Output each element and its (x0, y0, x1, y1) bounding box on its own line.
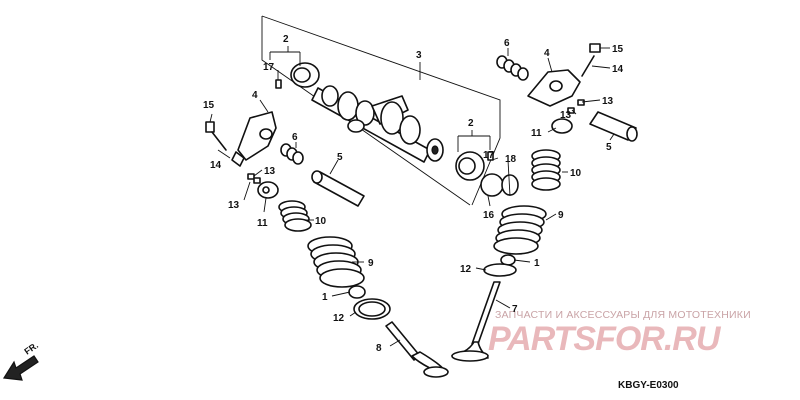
callout-16: 16 (483, 210, 495, 221)
callout-5-right: 5 (606, 142, 612, 153)
watermark-logo: PARTSFOR.RU (488, 320, 722, 358)
rocker-arm-right (527, 69, 581, 107)
camshaft-group-outline (261, 15, 501, 206)
cotter-right-a (577, 99, 585, 106)
spring-seat-right (551, 118, 573, 134)
callout-15-right: 15 (612, 44, 624, 55)
adjuster-nut-left (205, 121, 215, 133)
diagram-code: KBGY-E0300 (618, 380, 679, 391)
callout-8: 8 (376, 343, 382, 354)
callout-13-left-a: 13 (264, 166, 276, 177)
callout-14-right: 14 (612, 64, 624, 75)
valve-right (451, 281, 501, 362)
dowel-pin-right (487, 151, 494, 161)
valve-left (385, 321, 449, 378)
callout-15-left: 15 (203, 100, 215, 111)
callout-18: 18 (505, 154, 517, 165)
callout-6-right: 6 (504, 38, 510, 49)
rocker-arm-left (231, 111, 277, 167)
adjuster-screw-left (211, 131, 227, 151)
callout-17-top: 17 (263, 62, 275, 73)
callout-10-right: 10 (570, 168, 582, 179)
callout-4-left: 4 (252, 90, 258, 101)
dowel-pin-left (275, 79, 282, 89)
camshaft-group-outline-bottom (261, 40, 471, 206)
callout-14-left: 14 (210, 160, 222, 171)
callout-2-top: 2 (283, 34, 289, 45)
adjuster-screw-right (581, 55, 595, 77)
callout-9-left: 9 (368, 258, 374, 269)
callout-3: 3 (416, 50, 422, 61)
callout-9-right: 9 (558, 210, 564, 221)
callout-1-right: 1 (534, 258, 540, 269)
callout-6-left: 6 (292, 132, 298, 143)
callout-1-left: 1 (322, 292, 328, 303)
inner-valve-spring-left (278, 200, 312, 232)
rocker-spring-right (496, 55, 529, 81)
cotter-left-a (247, 173, 255, 180)
callout-10-left: 10 (315, 216, 327, 227)
oil-seal-ring (480, 173, 504, 197)
callout-5-left: 5 (337, 152, 343, 163)
camshaft-bearing-right (455, 151, 485, 181)
callout-11-right: 11 (531, 128, 542, 139)
callout-11-left: 11 (257, 218, 268, 229)
outer-valve-spring-right (493, 205, 547, 255)
rocker-shaft-right (589, 111, 638, 142)
callout-7: 7 (512, 304, 518, 315)
callout-17-right: 17 (483, 150, 495, 161)
rocker-spring-left (280, 143, 304, 165)
callout-4-right: 4 (544, 48, 550, 59)
callout-12-right: 12 (460, 264, 472, 275)
front-direction-arrow: FR. (2, 340, 40, 381)
camshaft (311, 85, 444, 163)
adjuster-nut-right (589, 43, 601, 53)
cotter-right-b (567, 107, 575, 114)
callout-13-right-b: 13 (560, 110, 572, 121)
callout-2-right: 2 (468, 118, 474, 129)
stem-seal-left (348, 285, 366, 299)
spring-seat-washer-right (483, 263, 517, 277)
watermark-caption: ЗАПЧАСТИ И АКСЕССУАРЫ ДЛЯ МОТОТЕХНИКИ (495, 309, 751, 321)
callout-13-left-b: 13 (228, 200, 240, 211)
camshaft-bearing-left (290, 62, 320, 88)
callout-13-right-a: 13 (602, 96, 614, 107)
cotter-left-b (253, 177, 261, 184)
leader-lines (209, 46, 615, 347)
direction-label: FR. (22, 340, 40, 357)
callout-12-left: 12 (333, 313, 345, 324)
inner-valve-spring-right (531, 149, 561, 191)
rocker-shaft-left (311, 170, 365, 207)
